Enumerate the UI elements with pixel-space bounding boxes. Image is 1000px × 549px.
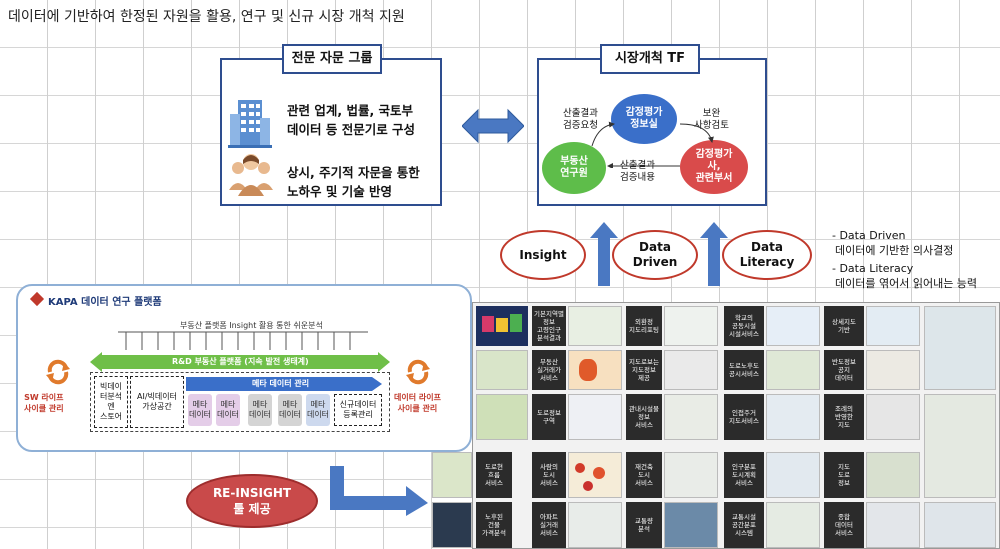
circle-appraiser-dept: 감정평가 사, 관련부서 (680, 140, 748, 194)
note-data-literacy-desc: 데이터를 엮어서 읽어내는 능력 (835, 277, 978, 290)
rd-banner (90, 352, 390, 372)
meta-item-5: 메타 데이터 (306, 394, 330, 426)
thumb-r4 (766, 452, 820, 498)
sw-cycle-icon (44, 358, 72, 386)
kapa-insight-label: 부동산 플랫폼 Insight 활용 통한 쉬운분석 (180, 321, 323, 330)
thumb-r2 (766, 350, 820, 390)
screen-right-2: 도로노후도 공시서비스 (724, 350, 764, 390)
meta-item-3: 메타 데이터 (248, 394, 272, 426)
thumb-r5 (766, 502, 820, 548)
bigdata-store-box: 빅데이 터분석 엔 스토어 (94, 376, 128, 428)
sw-life-label: SW 라이프 사이클 관리 (24, 393, 64, 413)
screen-cell-5: 도로정보 구역 (532, 394, 566, 440)
thumb-6 (664, 394, 718, 440)
thumb-4 (664, 350, 718, 390)
l-arrow-icon (330, 466, 430, 516)
screen-cell-12: 교통량 분석 (626, 502, 662, 548)
thumb-heat-2 (568, 452, 622, 498)
screen-far-4: 지도 도로 정보 (824, 452, 864, 498)
thumb-2 (568, 306, 622, 346)
thumb-fr3 (866, 394, 920, 440)
rd-banner-label: R&D 부동산 플랫폼 (지속 발전 생태계) (172, 357, 309, 366)
screen-cell-3: 부동산 실거래가 서비스 (532, 350, 566, 390)
meta-title: 메타 데이터 관리 (252, 379, 310, 388)
advisory-line2b: 노하우 및 기술 반영 (287, 184, 393, 199)
thumb-low-2 (664, 452, 718, 498)
building-icon (228, 96, 272, 148)
circle-appraisal-info: 감정평가 정보실 (611, 94, 677, 144)
people-icon (226, 150, 276, 198)
thumb-low-5 (664, 502, 718, 548)
screen-far-5: 종합 데이터 서비스 (824, 502, 864, 548)
thumb-edge-2 (924, 394, 996, 498)
label-review: 보완 사항검토 (694, 108, 729, 131)
screen-cell-10: 노후된 건물 가격분석 (476, 502, 512, 548)
thumb-3 (664, 306, 718, 346)
screen-cell-4: 지도로보는 지도정보 제공 (626, 350, 662, 390)
thumb-5 (568, 394, 622, 440)
data-life-label: 데이터 라이프 사이클 관리 (394, 393, 441, 413)
meta-item-1: 메타 데이터 (188, 394, 212, 426)
kapa-title: KAPA 데이터 연구 플랫폼 (48, 297, 162, 308)
thumb-fr2 (866, 350, 920, 390)
oval-data-literacy: Data Literacy (722, 230, 812, 280)
advisory-line1a: 관련 업계, 법률, 국토부 (287, 103, 414, 118)
thumb-low-4 (568, 502, 622, 548)
screen-cell-1: 기본지역별 정보 고령인구 분석결과 (532, 306, 566, 346)
kapa-dashed-frame (90, 372, 390, 432)
screen-cell-7: 도로현 흐름 서비스 (476, 452, 512, 498)
screen-right-5: 교통시설 공간분포 시스템 (724, 502, 764, 548)
thumb-row2-1 (476, 350, 528, 390)
thumb-low-3 (432, 502, 472, 548)
thumb-edge-1 (924, 306, 996, 390)
advisory-title: 전문 자문 그룹 (282, 44, 382, 74)
thumb-low-1 (432, 452, 472, 498)
thumb-r3 (766, 394, 820, 440)
data-cycle-icon (404, 358, 432, 386)
advisory-line2a: 상시, 주기적 자문을 통한 (287, 165, 420, 180)
screen-cell-9: 재건축 도시 서비스 (626, 452, 662, 498)
note-data-driven: - Data Driven (832, 229, 906, 242)
note-data-literacy: - Data Literacy (832, 262, 914, 275)
page-heading: 데이터에 기반하여 한정된 자원을 활용, 연구 및 신규 시장 개척 지원 (8, 9, 405, 25)
thumb-r1 (766, 306, 820, 346)
screen-far-2: 반도정보 공지 데이터 (824, 350, 864, 390)
thumb-row3-1 (476, 394, 528, 440)
oval-data-driven: Data Driven (612, 230, 698, 280)
thumb-heat-1 (568, 350, 622, 390)
insight-arrows (118, 330, 368, 352)
screen-cell-8: 사람의 도시 서비스 (532, 452, 566, 498)
thumb-edge-3 (924, 502, 996, 548)
thumb-1 (476, 306, 528, 346)
screen-cell-6: 관내시설물 정보 서비스 (626, 394, 662, 440)
screen-right-4: 인구분포 도시계획 서비스 (724, 452, 764, 498)
thumb-fr1 (866, 306, 920, 346)
up-arrow-left-icon (590, 222, 618, 286)
screen-cell-2: 외환정 지도리포팅 (626, 306, 662, 346)
screen-right-1: 학교의 공동시설 시설서비스 (724, 306, 764, 346)
screen-right-3: 인접주거 지도서비스 (724, 394, 764, 440)
circle-realestate-institute: 부동산 연구원 (542, 142, 606, 194)
market-title: 시장개척 TF (600, 44, 700, 74)
cycle-arrows-icon (580, 118, 730, 169)
note-data-driven-desc: 데이터에 기반한 의사결정 (835, 244, 954, 257)
label-verify-request: 산출결과 검증요청 (563, 108, 598, 131)
meta-banner (186, 376, 382, 391)
reinsight-oval: RE-INSIGHT 툴 제공 (186, 474, 318, 528)
thumb-fr5 (866, 502, 920, 548)
meta-item-2: 메타 데이터 (216, 394, 240, 426)
thumb-fr4 (866, 452, 920, 498)
screen-far-1: 상세지도 기반 (824, 306, 864, 346)
advisory-line1b: 데이터 등 전문기로 구성 (287, 122, 416, 137)
oval-insight: Insight (500, 230, 586, 280)
meta-item-4: 메타 데이터 (278, 394, 302, 426)
ai-space-box: AI/빅데이터 가상공간 (130, 376, 184, 428)
double-arrow-icon (461, 108, 525, 144)
screen-far-3: 조례의 반영한 지도 (824, 394, 864, 440)
new-data-box: 신규데이터 등록관리 (334, 394, 382, 426)
up-arrow-right-icon (700, 222, 728, 286)
screen-cell-11: 아파트 실거래 서비스 (532, 502, 566, 548)
